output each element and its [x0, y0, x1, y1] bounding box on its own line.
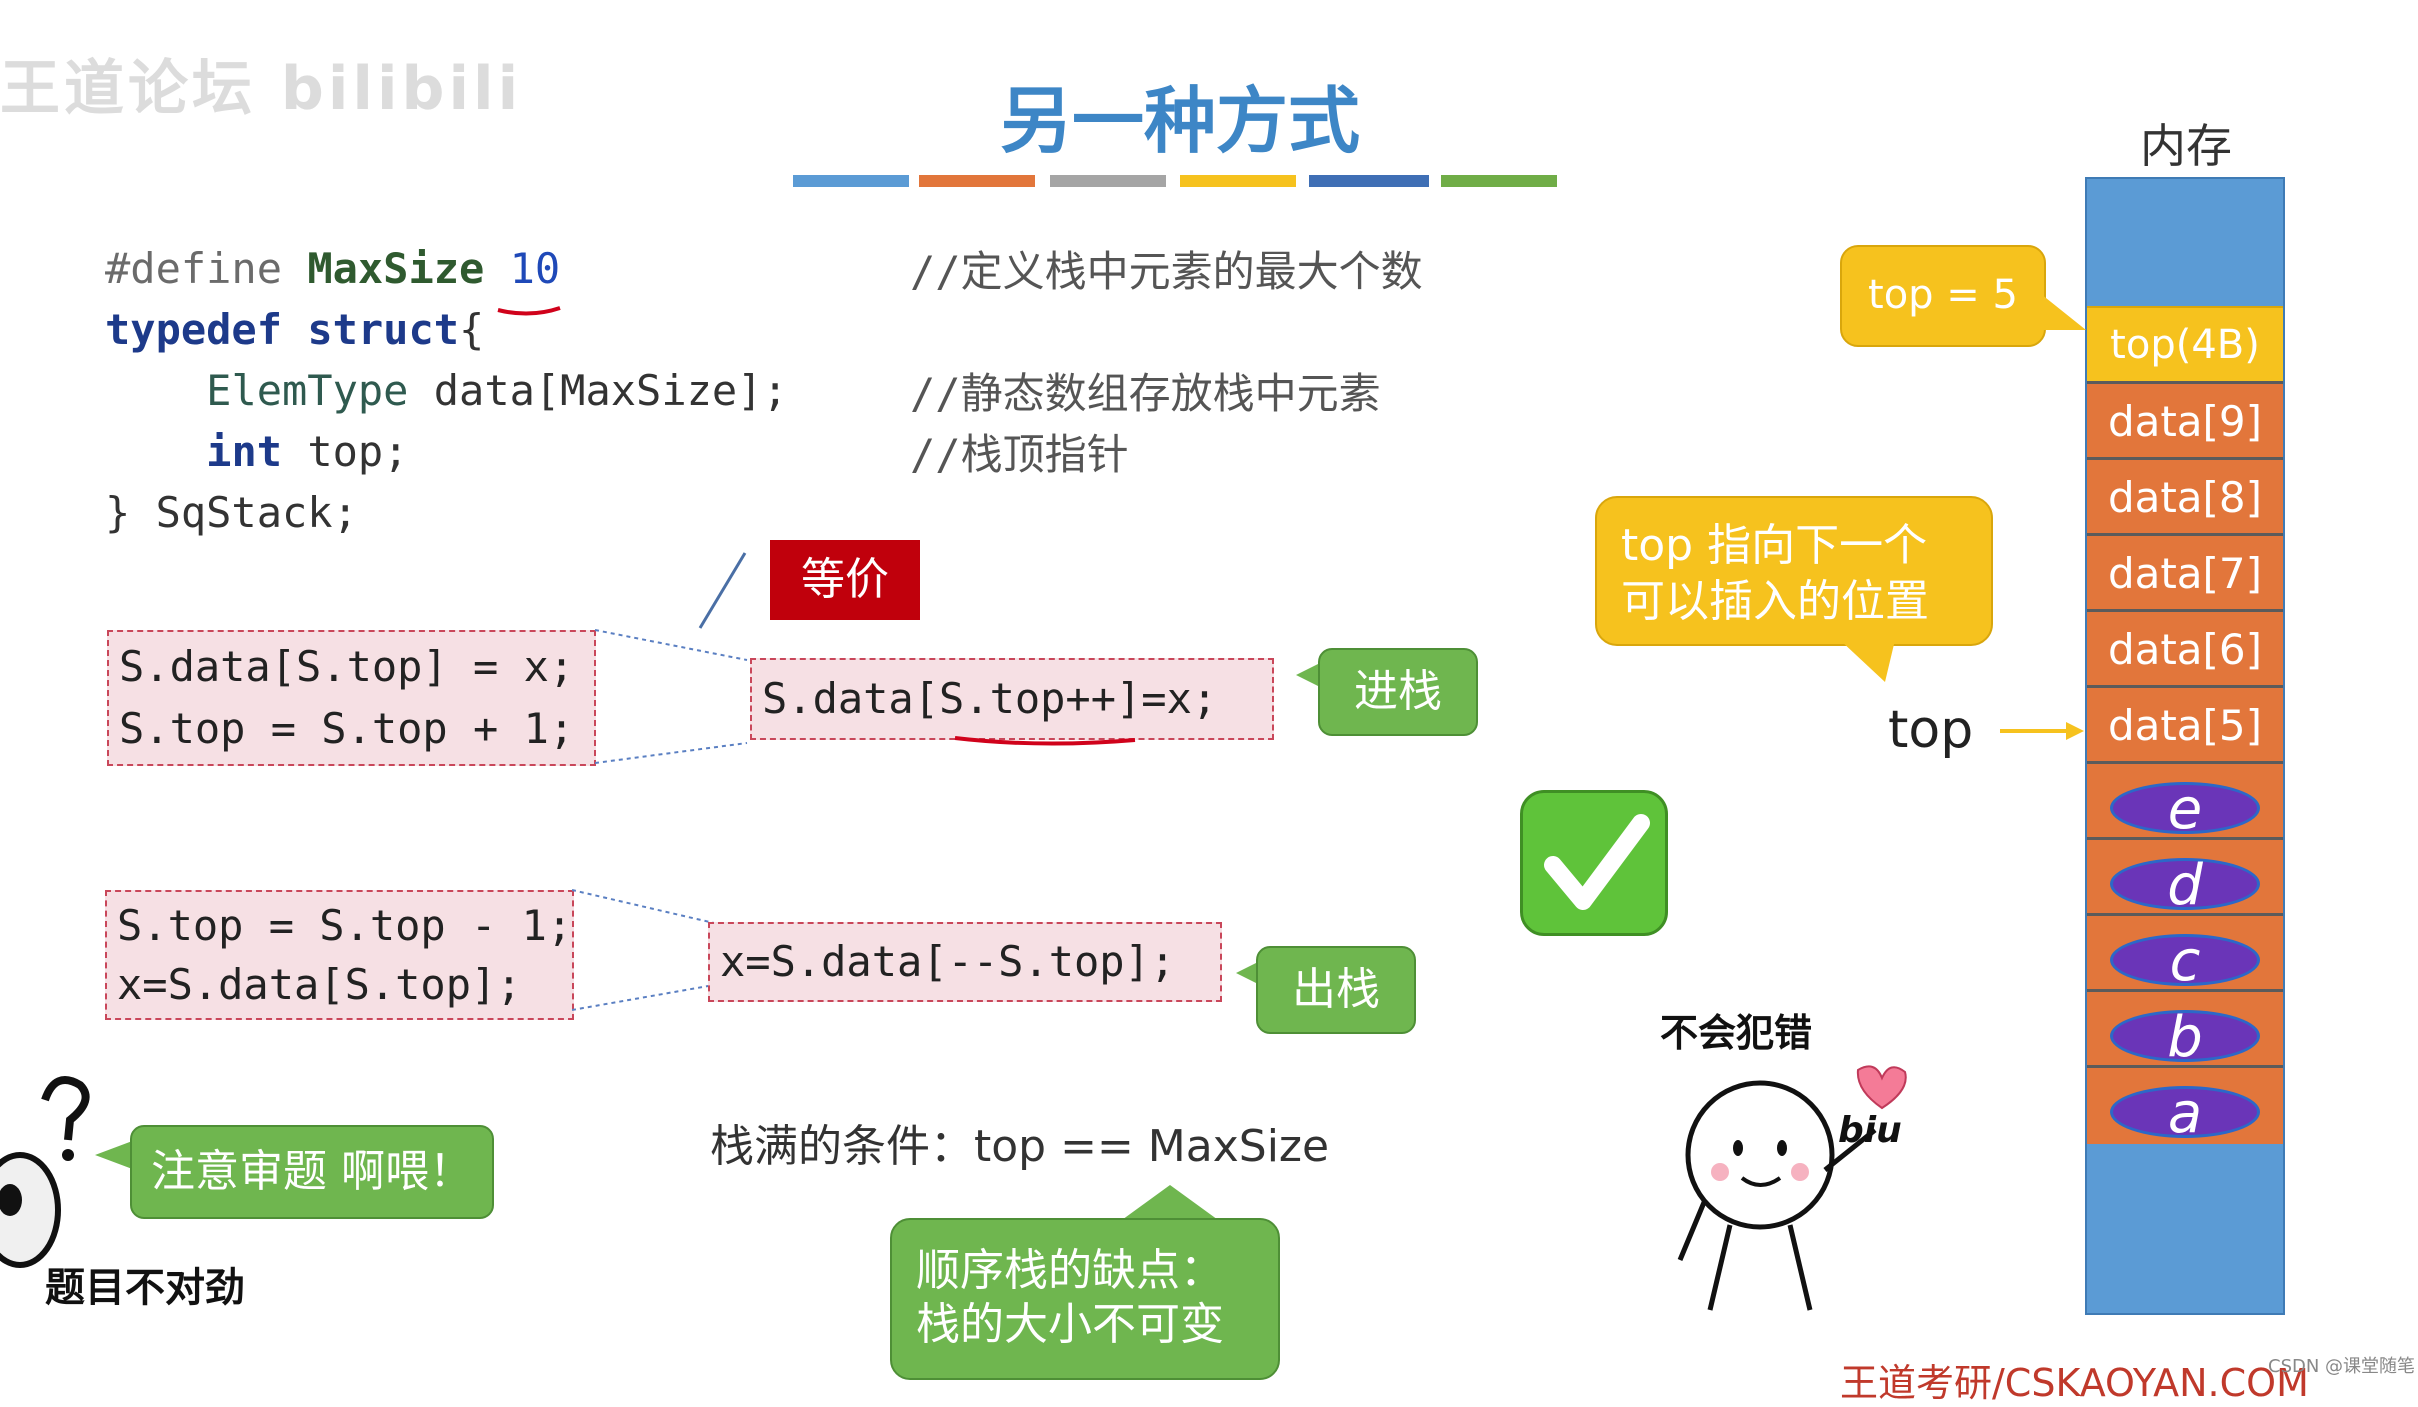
pop-connector — [572, 889, 715, 1011]
code-line-define: #define MaxSize 10 — [105, 244, 561, 293]
drawback-bubble-tail — [1115, 1185, 1225, 1225]
panda-sticker-icon — [0, 1076, 90, 1268]
push-bubble: 进栈 — [1318, 648, 1478, 736]
top-hint-bubble: top 指向下一个可以插入的位置 — [1595, 496, 1993, 646]
memory-title: 内存 — [2140, 119, 2232, 173]
footer-csdn: CSDN @课堂随笔 — [2268, 1356, 2416, 1377]
top-value-bubble: top = 5 — [1840, 245, 2046, 347]
element-d: d — [2110, 858, 2260, 914]
drawback-bubble: 顺序栈的缺点：栈的大小不可变 — [890, 1218, 1280, 1380]
push-underline — [954, 736, 1136, 746]
code-line-close: } SqStack; — [105, 488, 358, 537]
no-mistake-caption: 不会犯错 — [1660, 1011, 1813, 1055]
code-line-data: ElemType data[MaxSize]; — [206, 366, 788, 415]
top-hint-bubble-tail — [1840, 640, 1895, 682]
color-bar-yellow — [1180, 175, 1296, 187]
memory-cell-data5: data[5] — [2087, 688, 2283, 764]
pop-bubble: 出栈 — [1256, 946, 1416, 1034]
color-bar-gray — [1050, 175, 1166, 187]
check-mark-icon — [1520, 790, 1668, 936]
biu-label: biu — [1838, 1110, 1902, 1151]
memory-top-cell: top(4B) — [2087, 306, 2283, 384]
memory-cell-data8: data[8] — [2087, 460, 2283, 536]
push-connector — [595, 629, 748, 764]
push-compact-code: S.data[S.top++]=x; — [750, 658, 1274, 740]
maxsize-underline — [497, 306, 561, 316]
color-bar-green — [1441, 175, 1557, 187]
caution-bubble-tail — [95, 1140, 135, 1170]
comment-maxsize: //定义栈中元素的最大个数 — [910, 247, 1423, 296]
memory-cell-data7: data[7] — [2087, 536, 2283, 612]
pop-compact-code: x=S.data[--S.top]; — [708, 922, 1222, 1002]
equiv-pointer-line — [698, 552, 747, 629]
top-pointer-label: top — [1888, 700, 1974, 760]
slide-title: 另一种方式 — [1000, 79, 1361, 163]
color-bar-blue — [793, 175, 909, 187]
watermark: 王道论坛 bilibili — [0, 54, 523, 124]
footer-source: 王道考研/CSKAOYAN.COM — [1840, 1361, 2309, 1405]
maxsize-value: 10 — [509, 244, 561, 293]
code-line-top: int top; — [206, 427, 409, 476]
caution-caption: 题目不对劲 — [45, 1265, 245, 1311]
code-line-typedef: typedef struct{ — [105, 305, 485, 354]
stack-full-condition: 栈满的条件：top == MaxSize — [710, 1121, 1330, 1172]
comment-data: //静态数组存放栈中元素 — [910, 369, 1381, 418]
color-bar-darkblue — [1309, 175, 1429, 187]
memory-cell-data9: data[9] — [2087, 384, 2283, 460]
stick-figure-sticker-icon — [1677, 1065, 1907, 1311]
color-bar-orange — [919, 175, 1035, 187]
equiv-label: 等价 — [770, 540, 920, 620]
element-b: b — [2110, 1010, 2260, 1066]
element-a: a — [2110, 1086, 2260, 1142]
top-value-bubble-tail — [2036, 290, 2086, 330]
top-pointer-arrow — [2000, 722, 2084, 740]
comment-top: //栈顶指针 — [910, 430, 1129, 479]
element-c: c — [2110, 934, 2260, 990]
caution-bubble: 注意审题 啊喂！ — [130, 1125, 494, 1219]
push-original-code: S.data[S.top] = x;S.top = S.top + 1; — [107, 630, 596, 766]
memory-cell-data6: data[6] — [2087, 612, 2283, 688]
struct-code-block: #define MaxSize 10 typedef struct{ ElemTy… — [105, 238, 788, 543]
pop-original-code: S.top = S.top - 1;x=S.data[S.top]; — [105, 890, 574, 1020]
element-e: e — [2110, 782, 2260, 838]
